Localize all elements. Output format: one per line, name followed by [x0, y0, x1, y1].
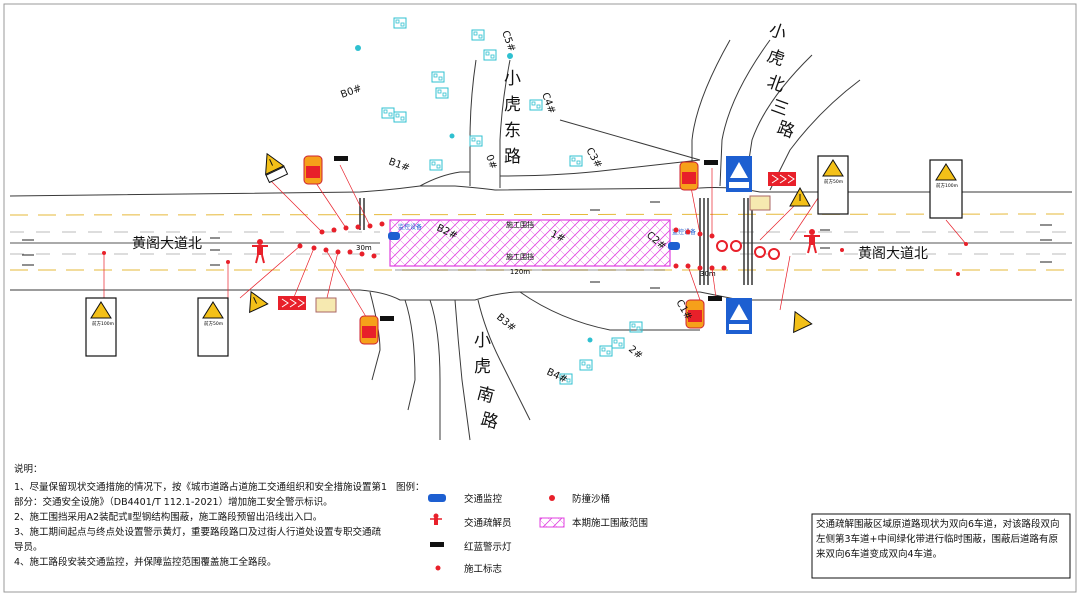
- svg-text:南: 南: [475, 384, 497, 408]
- zone-length: 120m: [510, 268, 530, 276]
- chevrons: [278, 172, 796, 310]
- legend-monitor: 交通监控: [464, 493, 503, 505]
- legend-sign-icon: [435, 565, 441, 571]
- leader-lines: [103, 164, 967, 321]
- svg-text:部分：交通安全设施》（DB4401/T 112.1-2021: 部分：交通安全设施》（DB4401/T 112.1-2021）增加施工安全警示标…: [14, 496, 333, 508]
- svg-text:前方100m: 前方100m: [936, 182, 958, 189]
- camera-left-label: 监控设备: [398, 223, 422, 231]
- board-3: 前方50m: [817, 155, 849, 215]
- svg-text:虎: 虎: [474, 357, 491, 377]
- warning-boards: 前方100m 前方50m 前方50m 前方100m: [85, 155, 963, 357]
- zone-right-gap: 30m: [700, 270, 716, 278]
- board-4: 前方100m: [929, 159, 963, 219]
- triangle-sign-1: [265, 152, 289, 184]
- legend-zone-icon: [539, 517, 565, 528]
- svg-text:虎: 虎: [764, 46, 787, 71]
- legend-light: 红蓝警示灯: [464, 541, 512, 553]
- notes-block: 说明： 1、尽量保留现状交通措施的情况下，按《城市道路占道施工交通组织和安全措施…: [14, 463, 387, 568]
- speed-signs: [716, 240, 780, 260]
- frame: [3, 3, 1077, 593]
- zone-top-label: 施工围挡: [506, 220, 534, 229]
- svg-text:前方50m: 前方50m: [824, 178, 843, 185]
- xiaohu-south-label: 小 虎 南 路: [474, 331, 500, 433]
- svg-text:导员。: 导员。: [14, 542, 43, 553]
- legend-guide: 交通疏解员: [464, 517, 512, 529]
- svg-text:前方50m: 前方50m: [204, 320, 223, 327]
- notes-title: 说明：: [14, 463, 43, 475]
- xiaohu-east-label: 小 虎 东 路: [504, 69, 521, 167]
- svg-text:前方100m: 前方100m: [92, 320, 114, 327]
- board-2: 前方50m: [197, 297, 229, 357]
- board-1: 前方100m: [85, 297, 117, 357]
- summary-text: 交通疏解围蔽区域原道路现状为双向6车道，对该路段双向左侧第3车道+中间绿化带进行…: [816, 519, 1060, 560]
- zone-left-gap: 30m: [356, 244, 372, 252]
- main-road-left: 黄阁大道北: [132, 235, 202, 252]
- svg-text:虎: 虎: [504, 95, 521, 115]
- svg-text:路: 路: [504, 147, 521, 167]
- svg-text:北: 北: [764, 72, 787, 97]
- svg-text:小: 小: [474, 331, 491, 351]
- legend-zone: 本期施工围蔽范围: [572, 517, 648, 529]
- legend-barrel: 防撞沙桶: [572, 493, 610, 505]
- road-labels: 黄阁大道北 黄阁大道北 小 虎 东 路 小 虎 北 三 路 小 虎 南 路: [132, 20, 928, 433]
- legend-light-icon: [430, 542, 444, 547]
- legend: 图例： 交通监控 交通疏解员 红蓝警示灯 施工标志 防撞沙桶 本期施工围蔽范围: [396, 481, 648, 575]
- zone-bottom-label: 施工围挡: [506, 252, 534, 261]
- svg-text:三: 三: [768, 96, 791, 121]
- lane-arrows: [22, 201, 1052, 289]
- svg-text:小: 小: [766, 20, 789, 45]
- fences: [315, 195, 771, 313]
- summary-box: [811, 513, 1071, 579]
- legend-title: 图例：: [396, 481, 425, 493]
- legend-guide-icon: [430, 513, 442, 525]
- main-road-right: 黄阁大道北: [858, 245, 928, 262]
- guide-persons: [252, 229, 820, 264]
- legend-monitor-icon: [428, 494, 446, 502]
- work-zone: 施工围挡 施工围挡 120m 30m 30m 监控设备 监控设备: [356, 219, 716, 278]
- camera-left-icon: [388, 232, 400, 240]
- marker-0: 0#: [483, 153, 498, 171]
- scattered-markers: [355, 17, 643, 385]
- legend-barrel-icon: [549, 495, 555, 501]
- xiaohu-north3-label: 小 虎 北 三 路: [764, 20, 797, 143]
- warning-lights: [334, 156, 722, 321]
- svg-text:4、施工路段安装交通监控，并保障监控范围覆盖施工全路段。: 4、施工路段安装交通监控，并保障监控范围覆盖施工全路段。: [14, 556, 277, 568]
- svg-text:2、施工围挡采用A2装配式Ⅱ型钢结构围蔽，施工路段预留出沿线: 2、施工围挡采用A2装配式Ⅱ型钢结构围蔽，施工路段预留出沿线出入口。: [14, 511, 322, 523]
- blue-signs: [726, 156, 752, 334]
- triangle-sign-2: [249, 290, 269, 314]
- svg-text:1、尽量保留现状交通措施的情况下，按《城市道路占道施工交通组: 1、尽量保留现状交通措施的情况下，按《城市道路占道施工交通组织和安全措施设置第1: [14, 481, 387, 493]
- triangle-sign-3: [789, 186, 811, 207]
- camera-right-icon: [668, 242, 680, 250]
- svg-text:3、施工期间起点与终点处设置警示黄灯，重要路段路口及过街人行: 3、施工期间起点与终点处设置警示黄灯，重要路段路口及过街人行道处设置专职交通疏: [14, 526, 382, 538]
- svg-text:路: 路: [479, 410, 501, 434]
- svg-text:路: 路: [774, 118, 797, 143]
- legend-sign: 施工标志: [464, 563, 502, 575]
- camera-right-label: 监控设备: [672, 228, 696, 236]
- triangle-sign-4: [793, 310, 813, 334]
- barrels: [303, 155, 705, 345]
- svg-text:东: 东: [504, 121, 521, 141]
- svg-text:小: 小: [504, 69, 521, 89]
